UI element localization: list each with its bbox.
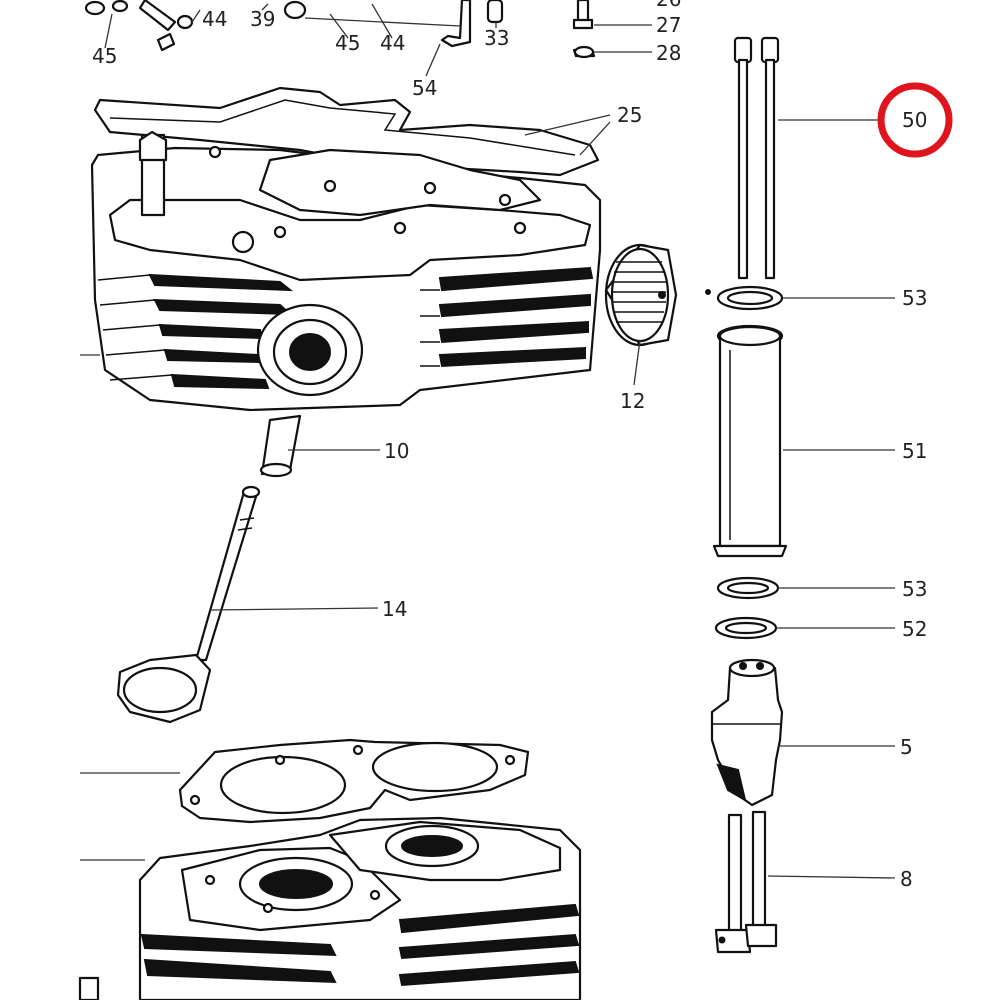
- cylinder-head: [90, 86, 602, 412]
- callout-54: 54: [412, 76, 437, 100]
- valve-guide: [259, 414, 302, 478]
- tappet-guide-block: [710, 658, 784, 807]
- callout-26: 26: [656, 0, 681, 11]
- leader-lines: [80, 114, 896, 879]
- callout-labels: 45 44 39 45 44 33 26 27 28 54 25 50 53 1…: [92, 0, 927, 891]
- callout-27: 27: [656, 13, 681, 37]
- pushrods: [733, 36, 780, 280]
- callout-39: 39: [250, 7, 275, 31]
- callout-28: 28: [656, 41, 681, 65]
- callout-50: 50: [902, 108, 927, 132]
- callout-45: 45: [335, 31, 360, 55]
- highlight-ring: [877, 82, 953, 158]
- tappets: [714, 810, 778, 954]
- callout-12: 12: [620, 389, 645, 413]
- top-leader-lines: [104, 3, 652, 77]
- callout-53: 53: [902, 577, 927, 601]
- seal-washer-upper: [705, 285, 784, 311]
- callout-10: 10: [384, 439, 409, 463]
- exhaust-adapter: [604, 243, 678, 347]
- callout-51: 51: [902, 439, 927, 463]
- callout-14: 14: [382, 597, 407, 621]
- callout-44: 44: [380, 31, 405, 55]
- callout-52: 52: [902, 617, 927, 641]
- callout-5: 5: [900, 735, 913, 759]
- callout-44: 44: [202, 7, 227, 31]
- callout-25: 25: [617, 103, 642, 127]
- callout-53: 53: [902, 286, 927, 310]
- valve: [116, 485, 261, 724]
- callout-33: 33: [484, 26, 509, 50]
- cylinder-barrel: [78, 738, 582, 1000]
- seal-ring: [714, 616, 778, 640]
- callout-45: 45: [92, 44, 117, 68]
- top-fasteners: [84, 0, 596, 59]
- pushrod-cover-tube: [712, 324, 788, 558]
- seal-washer-lower: [716, 576, 780, 600]
- callout-8: 8: [900, 867, 913, 891]
